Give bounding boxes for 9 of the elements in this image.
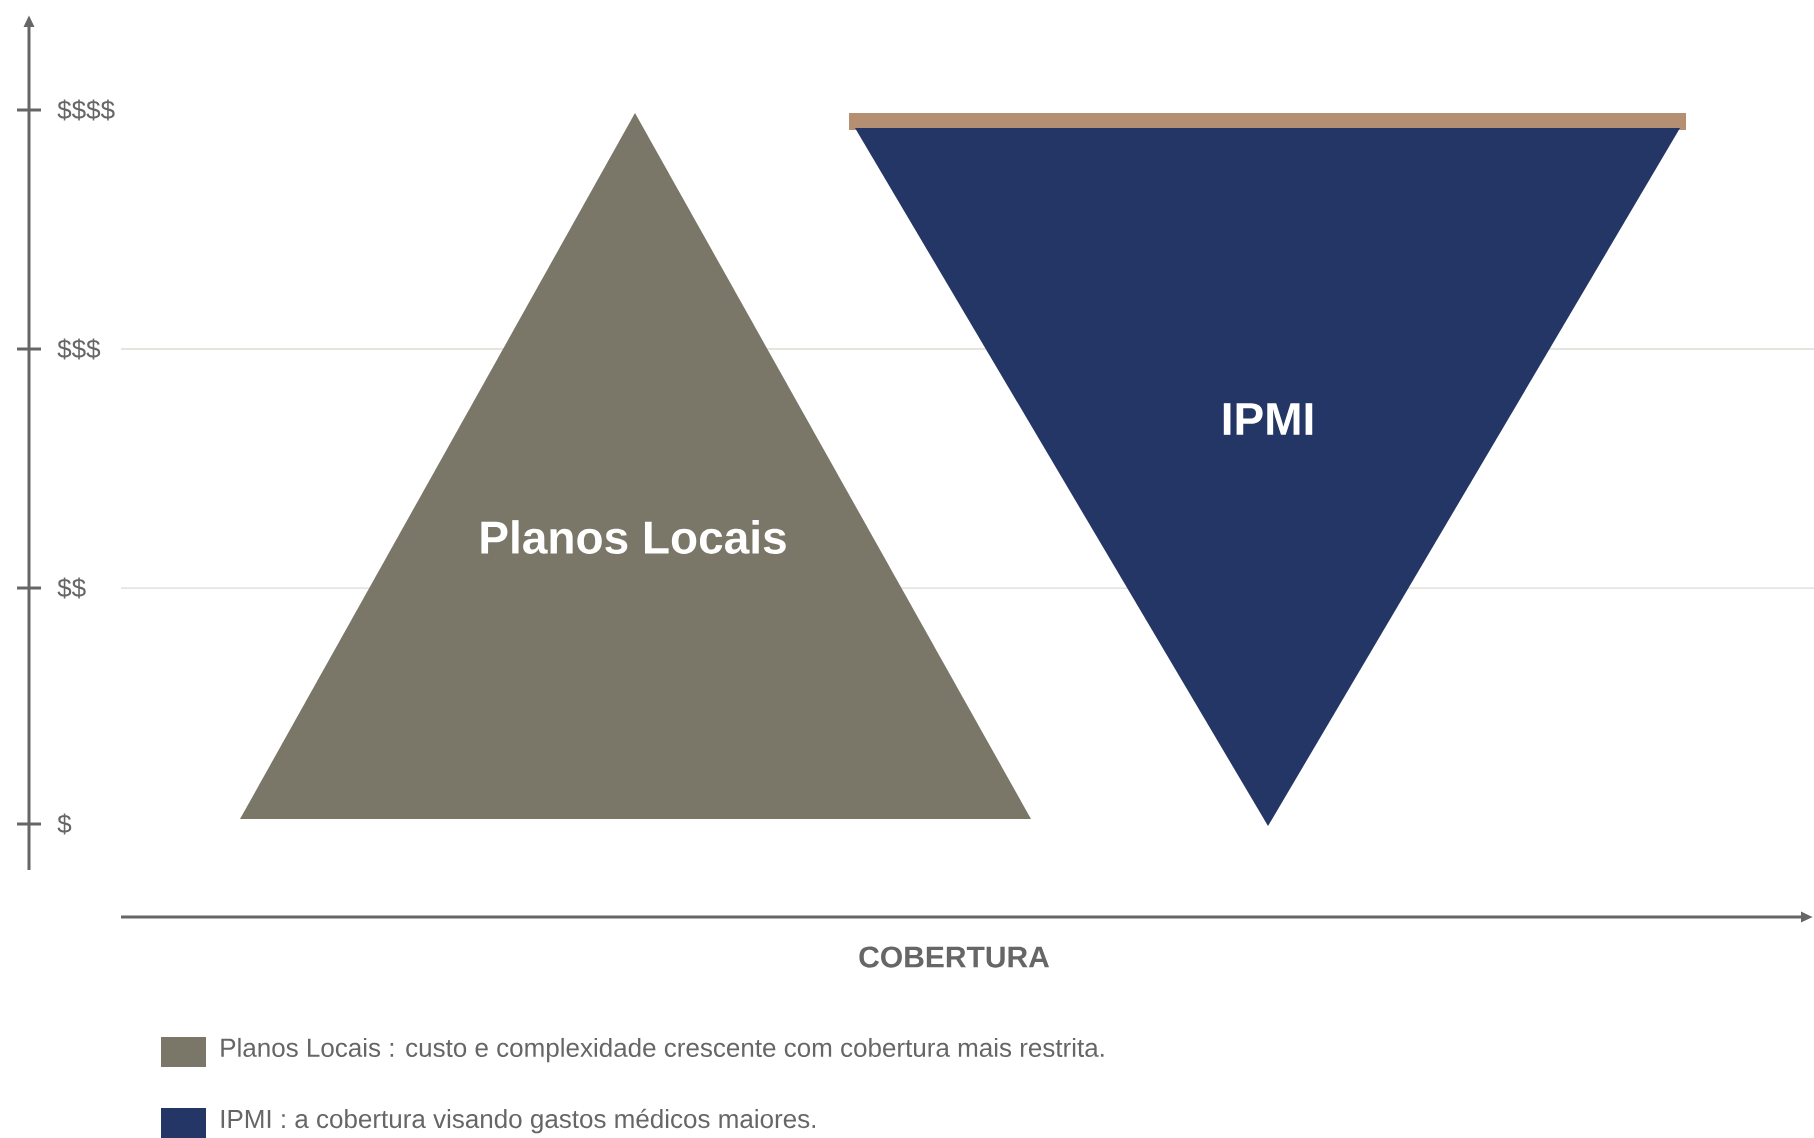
tick-label: $ — [57, 813, 72, 835]
triangle: Planos Locais — [240, 113, 1031, 819]
tick-label: $$$ — [57, 338, 101, 360]
triangle: IPMI — [849, 113, 1686, 826]
tick-label: $$$$ — [57, 99, 115, 121]
legend-text: Planos Locais : custo e complexidade crescente com cobertura mais restrita. — [221, 1037, 1104, 1063]
axis-title: COBERTURA — [859, 946, 1050, 968]
legend-text: IPMI : a cobertura visando gastos médicos maiores. — [221, 1108, 815, 1134]
tick-label: $$ — [57, 577, 86, 599]
